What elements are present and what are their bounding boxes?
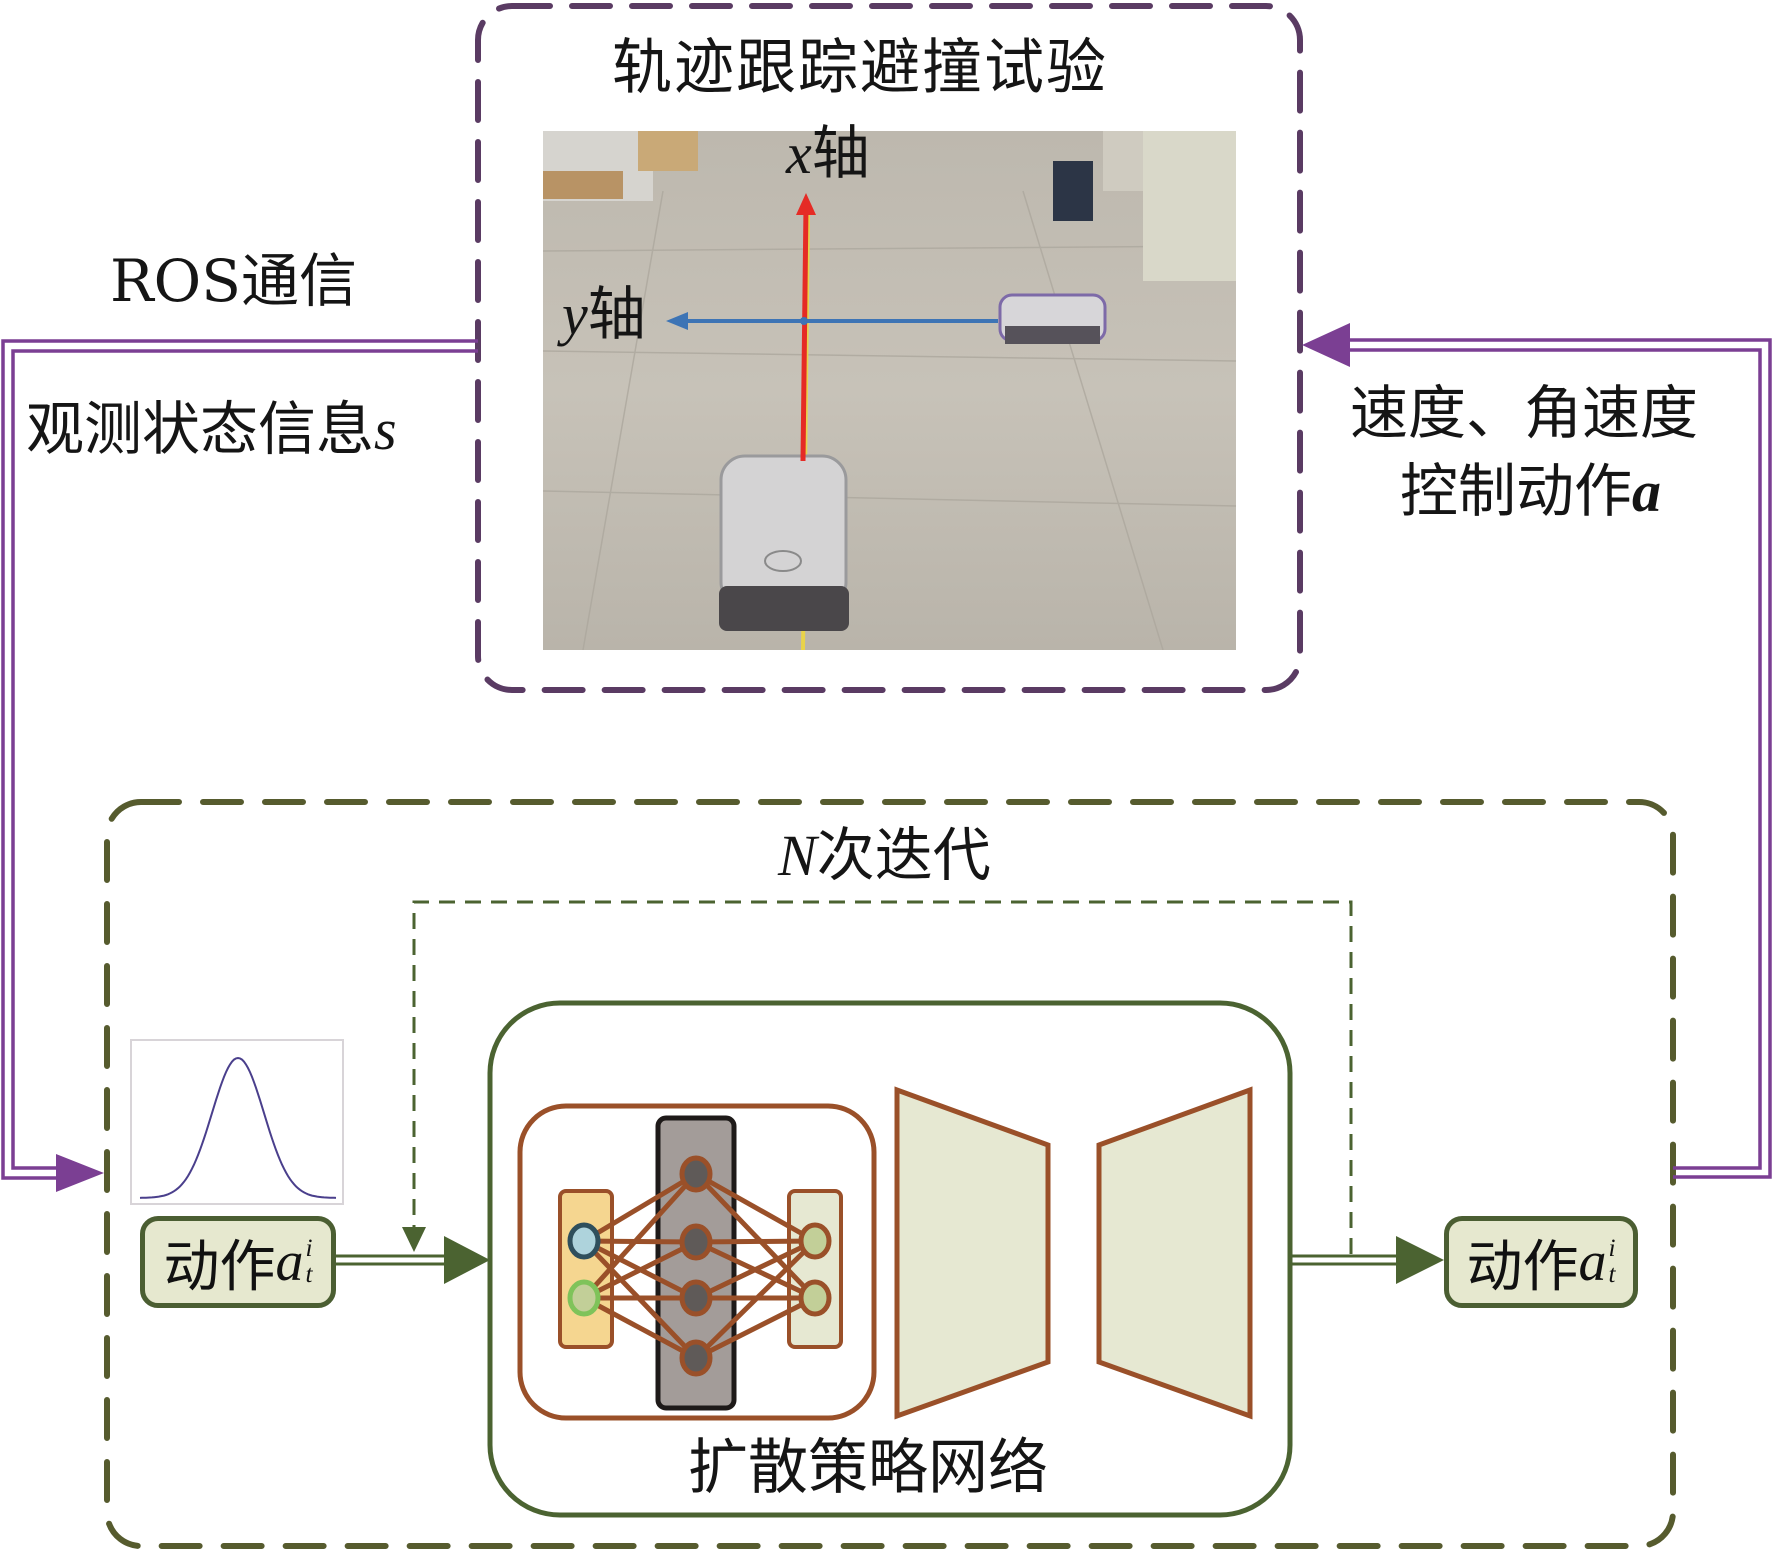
iteration-count-var: N (778, 823, 817, 888)
network-nodes (567, 1155, 832, 1377)
x-axis-label: x轴 (786, 124, 870, 183)
output-action-sup: i (1608, 1234, 1616, 1262)
input-hidden-edge (582, 1239, 698, 1301)
iteration-panel-frame (104, 799, 1676, 1549)
input-action-var: a (275, 1231, 304, 1293)
x-axis-text: 轴 (811, 119, 870, 187)
encoder-block (894, 1086, 1051, 1420)
input-hidden-edge (583, 1238, 697, 1245)
experiment-panel-title: 轨迹跟踪避撞试验 (612, 33, 1108, 103)
hidden-node (679, 1223, 713, 1261)
input-action-sup: i (305, 1234, 313, 1262)
x-axis-arrowhead-icon (796, 193, 816, 215)
input-layer-column (558, 1189, 614, 1349)
diffusion-policy-network-label: 扩散策略网络 (688, 1433, 1048, 1503)
hidden-output-edge (694, 1238, 817, 1301)
output-arrowhead-icon (1396, 1236, 1444, 1284)
gaussian-plot-frame (130, 1039, 344, 1205)
iteration-loop-line (412, 900, 1353, 1254)
x-axis-arrow (800, 205, 809, 462)
hidden-node (679, 1155, 713, 1193)
observation-state-text: 观测状态信息 (26, 395, 375, 463)
output-action-sub: t (1608, 1261, 1616, 1288)
control-arrowhead-icon (1302, 323, 1350, 367)
hidden-output-edge (694, 1171, 817, 1244)
input-hidden-edge (582, 1172, 698, 1300)
hidden-node (679, 1279, 713, 1317)
control-action-text: 控制动作 (1400, 457, 1633, 525)
y-axis-label: y轴 (562, 285, 646, 344)
input-action-text: 动作 (163, 1234, 276, 1300)
y-axis-var: y (562, 282, 588, 347)
photo-scene (543, 131, 1236, 650)
y-axis-arrowhead-icon (666, 312, 688, 330)
input-node (567, 1279, 601, 1317)
observation-state-label: 观测状态信息s (26, 400, 397, 459)
velocity-label: 速度、角速度 (1350, 379, 1699, 447)
iteration-title: N次迭代 (778, 826, 991, 885)
decoder-block (1096, 1086, 1253, 1420)
iteration-title-text: 次迭代 (816, 821, 991, 889)
observation-arrowhead-icon (56, 1154, 104, 1192)
loop-arrowhead-icon (402, 1227, 426, 1252)
output-node (798, 1279, 832, 1317)
x-axis-var: x (786, 121, 812, 186)
output-arrow (1290, 1254, 1400, 1266)
input-action-sub: t (305, 1261, 313, 1288)
input-arrow (334, 1254, 448, 1266)
gaussian-curve (139, 1056, 337, 1199)
input-hidden-edge (582, 1171, 698, 1244)
ros-communication-label: ROS通信 (110, 247, 357, 315)
hidden-output-edge (694, 1239, 817, 1360)
observation-state-var: s (374, 397, 397, 462)
input-node (567, 1222, 601, 1260)
hidden-output-edge (694, 1295, 817, 1361)
output-layer-column (787, 1189, 843, 1349)
input-arrowhead-icon (444, 1236, 490, 1284)
experiment-photo (543, 131, 1236, 650)
experiment-panel-frame (475, 3, 1303, 693)
control-action-link (1350, 338, 1772, 1179)
network-connections (582, 1171, 817, 1361)
input-hidden-edge (582, 1295, 698, 1361)
ros-observation-link (1, 339, 478, 1180)
hidden-node (679, 1339, 713, 1377)
control-action-var: a (1632, 459, 1662, 524)
ego-robot (719, 454, 849, 631)
obstacle-robot (998, 293, 1107, 344)
hidden-output-edge (694, 1172, 817, 1300)
output-action-text: 动作 (1466, 1234, 1579, 1300)
output-node (798, 1222, 832, 1260)
hidden-output-edge (695, 1238, 816, 1245)
y-axis-text: 轴 (587, 280, 646, 348)
output-action-var: a (1578, 1231, 1607, 1293)
control-action-label: 控制动作a (1400, 462, 1661, 521)
